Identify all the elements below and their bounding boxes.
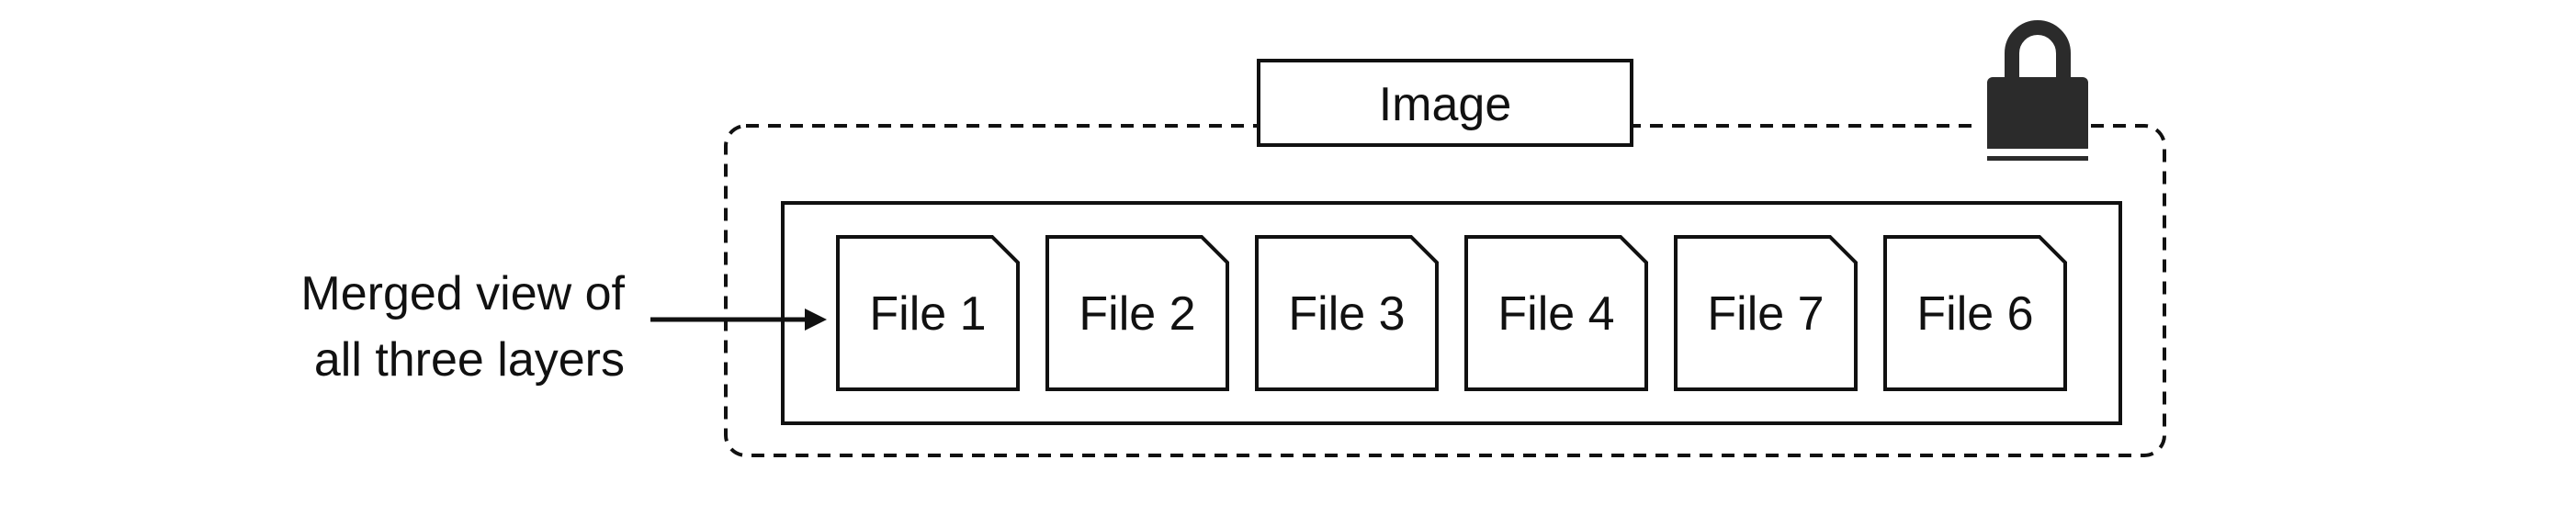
file-card: File 4 xyxy=(1464,235,1648,391)
merged-view-box xyxy=(781,201,2122,425)
file-card: File 1 xyxy=(836,235,1020,391)
caption-line-1: Merged view of xyxy=(300,267,625,320)
file-label: File 1 xyxy=(869,287,986,341)
file-card: File 7 xyxy=(1674,235,1858,391)
caption-line-2: all three layers xyxy=(314,333,625,387)
file-icon xyxy=(1464,235,1648,391)
file-card: File 6 xyxy=(1883,235,2067,391)
file-card: File 2 xyxy=(1045,235,1229,391)
file-label: File 6 xyxy=(1916,287,2033,341)
image-container xyxy=(724,124,2166,457)
arrow xyxy=(650,309,827,331)
file-label: File 3 xyxy=(1288,287,1405,341)
file-icon xyxy=(1674,235,1858,391)
file-label: File 2 xyxy=(1079,287,1195,341)
file-icon xyxy=(1045,235,1229,391)
file-icon xyxy=(836,235,1020,391)
image-title-box xyxy=(1257,59,1633,147)
lock-icon xyxy=(1973,20,2088,170)
file-icon xyxy=(1883,235,2067,391)
file-cards: File 1 File 2 File 3 File 4 File 7 File 6 xyxy=(836,235,2067,391)
file-card: File 3 xyxy=(1255,235,1439,391)
file-label: File 4 xyxy=(1497,287,1614,341)
file-label: File 7 xyxy=(1707,287,1824,341)
file-icon xyxy=(1255,235,1439,391)
image-title: Image xyxy=(1379,78,1512,131)
